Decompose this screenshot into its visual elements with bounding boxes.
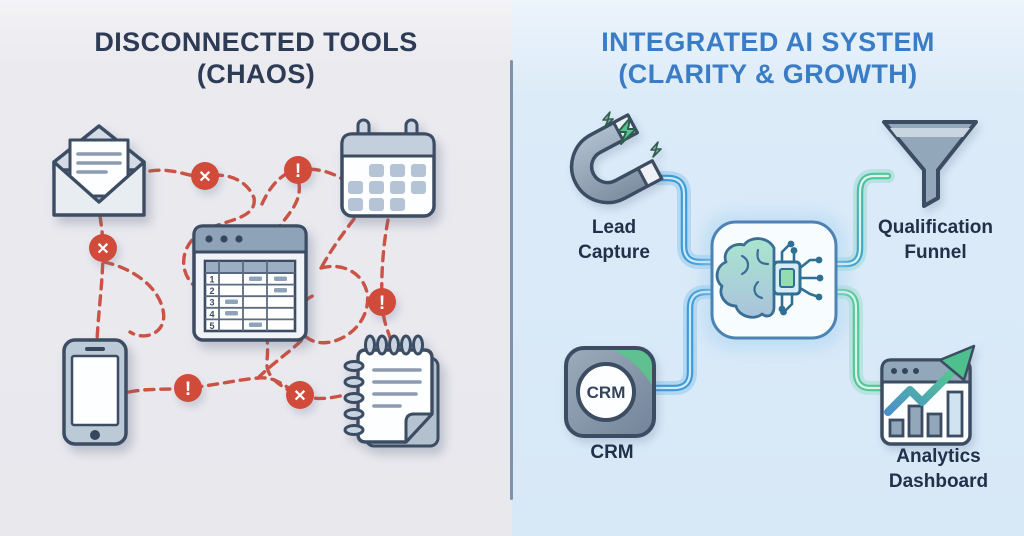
svg-text:✕: ✕ [198,169,211,186]
chaos-diagram: 1 2 3 4 5 [52,118,440,448]
error-badges: ✕ ! ✕ ! ! ✕ [89,156,396,409]
growth-arrowhead [938,344,976,382]
spreadsheet-window-icon: 1 2 3 4 5 [192,224,308,342]
spark-bolts [602,111,662,158]
tube-core-to-funnel [827,169,895,271]
left-title-line1: DISCONNECTED TOOLS [94,27,418,57]
svg-text:3: 3 [209,298,214,308]
svg-text:!: ! [185,379,191,400]
error-badge-exclaim: ! [368,288,396,316]
spreadsheet-row-numbers: 1 2 3 4 5 [209,275,214,331]
right-title-line2: (CLARITY & GROWTH) [618,59,918,89]
tube-magnet-to-core [639,171,721,269]
tube-core-to-analytics [827,285,891,395]
email-envelope-icon [52,124,146,217]
notepad-rings [343,334,424,436]
svg-text:4: 4 [209,309,214,319]
error-badge-x: ✕ [191,162,219,190]
crm-box-icon: CRM [564,346,656,438]
error-badge-exclaim: ! [174,374,202,402]
error-badge-exclaim: ! [284,156,312,184]
window-dots [205,235,243,243]
connector-path [319,217,356,270]
right-panel-title: INTEGRATED AI SYSTEM (CLARITY & GROWTH) [512,26,1024,90]
spreadsheet-cell-marks [225,276,287,327]
svg-text:5: 5 [209,321,214,331]
svg-text:!: ! [379,293,385,314]
bar-chart-growth-icon [880,344,976,446]
error-badge-x: ✕ [89,234,117,262]
connector-path [102,260,166,338]
funnel-icon [882,120,978,208]
notepad-icon [343,334,440,448]
svg-text:1: 1 [209,275,214,285]
qualification-funnel-label: Qualification Funnel [877,217,994,263]
ai-core-node [702,212,846,350]
svg-text:✕: ✕ [293,388,306,405]
connector-path [256,336,306,380]
magnet-icon [569,111,664,205]
tube-crm-to-core [645,285,721,395]
lead-capture-label: Lead Capture [578,217,650,263]
chip-icon [772,240,824,316]
calendar-icon [340,118,436,218]
growth-arrow [884,366,958,416]
svg-text:!: ! [295,161,301,182]
integration-tubes [639,169,895,395]
right-title-line1: INTEGRATED AI SYSTEM [601,27,935,57]
crm-label: CRM [590,442,634,463]
error-badge-x: ✕ [286,381,314,409]
smartphone-icon [62,338,128,446]
crm-badge-text: CRM [587,383,626,402]
svg-text:2: 2 [209,286,214,296]
panel-divider [510,60,513,500]
svg-text:✕: ✕ [96,241,109,258]
left-title-line2: (CHAOS) [196,59,316,89]
brain-icon [715,237,776,319]
analytics-dashboard-label: Analytics Dashboard [888,446,989,492]
left-panel-title: DISCONNECTED TOOLS (CHAOS) [0,26,512,90]
